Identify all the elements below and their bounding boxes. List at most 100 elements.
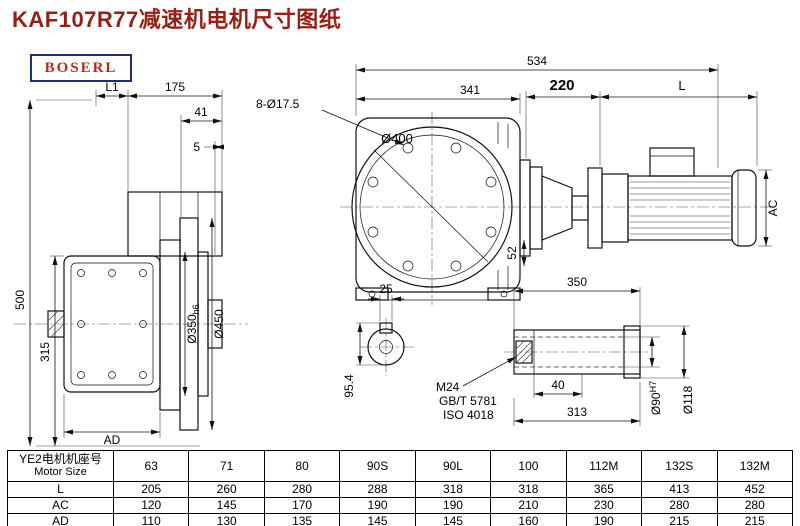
value-cell: 145 bbox=[188, 497, 265, 514]
value-cell: 130 bbox=[188, 513, 265, 526]
output-flange-circle bbox=[351, 126, 513, 288]
value-cell: 365 bbox=[565, 481, 643, 498]
value-cell: 288 bbox=[339, 481, 416, 498]
motor-body bbox=[627, 175, 733, 241]
value-cell: 230 bbox=[565, 497, 643, 514]
col-header: 132M bbox=[716, 450, 793, 482]
foot-right bbox=[487, 287, 521, 301]
motor-front-bracket bbox=[601, 173, 629, 243]
dim-95-4-label: 95.4 bbox=[342, 374, 356, 398]
row-label: AC bbox=[7, 497, 114, 514]
value-cell: 215 bbox=[641, 513, 718, 526]
col-header: 132S bbox=[641, 450, 718, 482]
page-title: KAF107R77减速机电机尺寸图纸 bbox=[12, 7, 342, 32]
value-cell: 190 bbox=[339, 497, 416, 514]
side-view: 500 315 L1 175 41 5 bbox=[13, 80, 248, 447]
value-cell: 110 bbox=[112, 513, 190, 526]
dim-L1-label: L1 bbox=[105, 80, 119, 94]
bolt-standard-note: M24 GB/T 5781 ISO 4018 bbox=[436, 356, 517, 422]
flange-face-circle bbox=[359, 134, 505, 280]
row-label: AD bbox=[7, 513, 114, 526]
value-cell: 413 bbox=[641, 481, 718, 498]
shaft-detail-dimensions: 350 40 313 Ø90H7 Ø118 bbox=[513, 275, 695, 426]
col-header: 80 bbox=[263, 450, 341, 482]
value-cell: 280 bbox=[716, 497, 793, 514]
side-view-dimensions: 500 315 L1 175 41 5 bbox=[13, 80, 226, 447]
fan-cowl bbox=[731, 169, 757, 247]
col-header: 100 bbox=[490, 450, 567, 482]
value-cell: 160 bbox=[490, 513, 567, 526]
coupling bbox=[571, 195, 589, 221]
dim-341-label: 341 bbox=[460, 83, 480, 97]
note-gb5781: GB/T 5781 bbox=[439, 394, 497, 408]
top-bracket bbox=[127, 191, 223, 257]
terminal-box bbox=[649, 147, 695, 177]
row-label: L bbox=[7, 481, 114, 498]
col-header: 112M bbox=[565, 450, 643, 482]
value-cell: 280 bbox=[641, 497, 718, 514]
shaft-collar bbox=[623, 325, 641, 379]
dim-d400-label: Ø400 bbox=[381, 131, 413, 146]
dim-534-label: 534 bbox=[527, 54, 547, 68]
d400-diameter-line bbox=[373, 149, 489, 263]
value-cell: 280 bbox=[263, 481, 341, 498]
flange-pilot bbox=[207, 299, 223, 349]
bolt-holes-leader bbox=[321, 109, 405, 146]
bell-housing bbox=[159, 239, 181, 411]
dim-d118-label: Ø118 bbox=[681, 385, 695, 414]
motor-flange bbox=[587, 167, 603, 249]
dim-d350-label: Ø350h6 bbox=[185, 304, 201, 343]
brand-logo: BOSERL bbox=[30, 54, 132, 82]
shaft-detail: 350 40 313 Ø90H7 Ø118 bbox=[504, 275, 695, 426]
note-iso4018: ISO 4018 bbox=[443, 408, 494, 422]
table-header-row: YE2电机机座号 Motor Size 63 71 80 90S 90L 100… bbox=[7, 450, 793, 482]
dim-5-label: 5 bbox=[193, 140, 200, 154]
value-cell: 190 bbox=[565, 513, 643, 526]
table-row: AD 110 130 135 145 145 160 190 215 215 bbox=[7, 513, 793, 526]
shaft-end-view: 25 95.4 M24 GB/T 5781 ISO 4018 bbox=[342, 282, 517, 422]
table-row: L 205 260 280 288 318 318 365 413 452 bbox=[7, 481, 793, 498]
value-cell: 215 bbox=[716, 513, 793, 526]
gearbox-cover bbox=[70, 262, 154, 386]
dim-40-label: 40 bbox=[551, 378, 565, 392]
dim-500-label: 500 bbox=[13, 290, 27, 310]
input-flange-plate bbox=[519, 159, 531, 257]
adapter-bell bbox=[541, 175, 573, 241]
shaft-end-dimensions: 25 95.4 bbox=[342, 282, 404, 398]
dim-52-label: 52 bbox=[505, 246, 519, 260]
flange-bolt-holes bbox=[367, 142, 497, 272]
dim-175-label: 175 bbox=[165, 80, 185, 94]
dim-41-label: 41 bbox=[194, 105, 208, 119]
dim-25-label: 25 bbox=[379, 282, 393, 296]
col-header: 71 bbox=[188, 450, 265, 482]
dim-313-label: 313 bbox=[567, 405, 587, 419]
technical-drawing: 500 315 L1 175 41 5 bbox=[13, 54, 780, 447]
value-cell: 318 bbox=[414, 481, 492, 498]
note-m24: M24 bbox=[436, 380, 460, 394]
front-view-dimensions: 534 341 220 L AC 52 bbox=[355, 54, 780, 266]
value-cell: 145 bbox=[339, 513, 416, 526]
value-cell: 260 bbox=[188, 481, 265, 498]
dim-220-label: 220 bbox=[549, 77, 574, 94]
col-header: 90L bbox=[414, 450, 492, 482]
dim-315-label: 315 bbox=[38, 342, 52, 362]
dim-d450-label: Ø450 bbox=[212, 309, 226, 339]
table-row: AC 120 145 170 190 190 210 230 280 280 bbox=[7, 497, 793, 514]
dim-AD-label: AD bbox=[104, 433, 121, 447]
motor-fins bbox=[630, 181, 730, 235]
housing-bolts bbox=[77, 269, 147, 379]
motor-assembly bbox=[519, 147, 757, 257]
col-header: 90S bbox=[339, 450, 416, 482]
value-cell: 318 bbox=[490, 481, 567, 498]
value-cell: 210 bbox=[490, 497, 567, 514]
front-view: Ø400 8-Ø17.5 bbox=[256, 54, 780, 305]
dim-350-label: 350 bbox=[567, 275, 587, 289]
housing-ribs bbox=[497, 122, 509, 290]
dim-d90-label: Ø90H7 bbox=[648, 381, 663, 415]
value-cell: 190 bbox=[414, 497, 492, 514]
dim-L-label: L bbox=[678, 78, 685, 93]
tapped-hole-circle bbox=[379, 340, 393, 354]
table-header-motor-size: YE2电机机座号 Motor Size bbox=[7, 450, 114, 482]
value-cell: 135 bbox=[263, 513, 341, 526]
